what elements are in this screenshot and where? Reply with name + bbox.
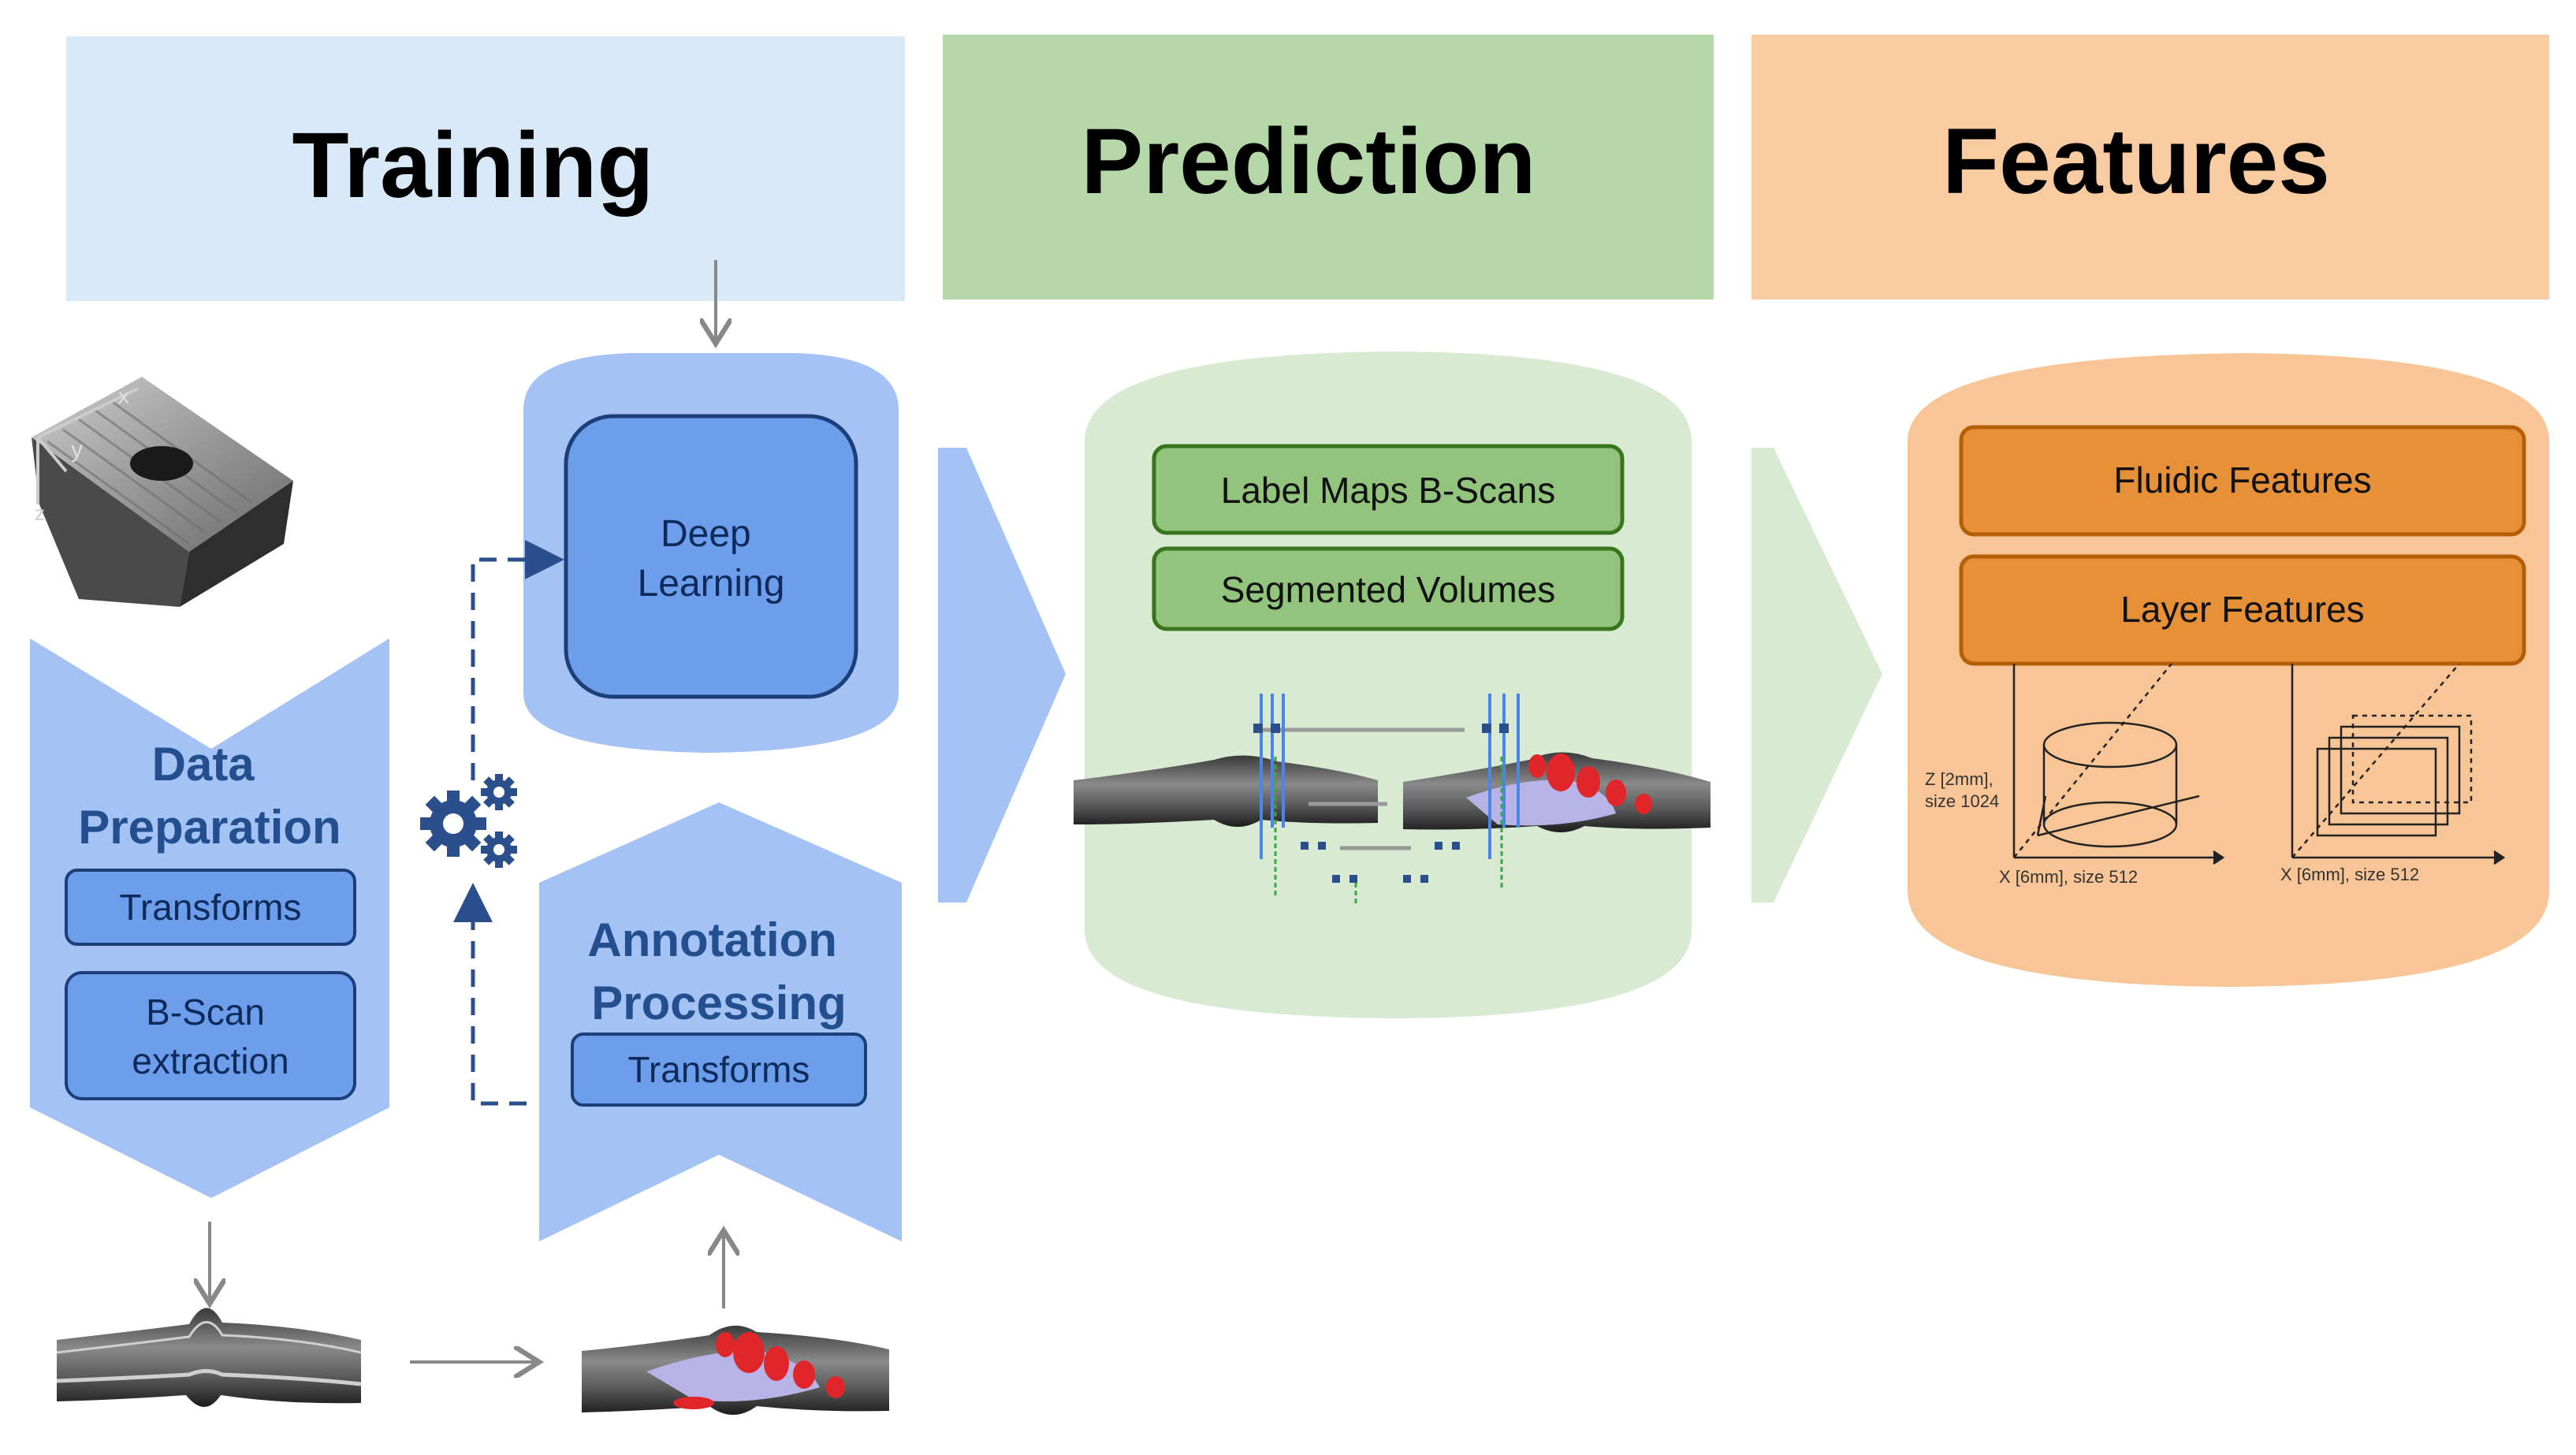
features-header-title: Features (1942, 110, 2330, 214)
annotation-processing-container (539, 802, 902, 1241)
data-prep-transforms-label: Transforms (120, 887, 302, 928)
fluidic-volume-plot (2012, 663, 2225, 865)
prediction-to-features-arrow (1751, 448, 1882, 902)
segmented-volumes-label: Segmented Volumes (1221, 569, 1556, 610)
layer-volume-plot (2291, 663, 2506, 865)
svg-text:y: y (71, 437, 83, 463)
prediction-header (943, 35, 1714, 300)
layer-features-box[interactable] (1959, 554, 2526, 666)
feedback-loop-lower (453, 883, 527, 1106)
data-preparation-title: Data Preparation (78, 738, 341, 854)
training-header-title: Training (292, 113, 654, 218)
prediction-segmentation-image (1074, 694, 1711, 906)
bscan-extraction-box[interactable] (65, 971, 356, 1100)
deep-learning-box[interactable] (564, 414, 858, 699)
label-maps-label: Label Maps B-Scans (1221, 470, 1555, 511)
deep-learning-label: Deep Learning (638, 513, 785, 605)
raw-bscan-image (56, 1308, 362, 1407)
annotation-transforms-box[interactable] (571, 1033, 867, 1107)
features-header (1751, 35, 2549, 300)
left-x-axis-label: X [6mm], size 512 (1999, 867, 2138, 887)
annotation-processing-title: Annotation Processing (587, 914, 850, 1029)
data-prep-transforms-box[interactable] (65, 869, 356, 946)
segmented-volumes-box[interactable] (1152, 546, 1625, 631)
feedback-loop-upper (471, 540, 564, 780)
layer-features-label: Layer Features (2120, 589, 2364, 630)
prediction-header-title: Prediction (1081, 110, 1536, 214)
fluidic-features-box[interactable] (1959, 425, 2526, 537)
training-to-prediction-arrow (938, 448, 1066, 902)
fluidic-features-label: Fluidic Features (2113, 460, 2371, 501)
annotated-bscan-image (582, 1325, 889, 1415)
svg-text:z: z (35, 501, 45, 525)
right-x-axis-label: X [6mm], size 512 (2280, 865, 2419, 884)
bscan-extraction-label: B-Scan extraction (132, 992, 288, 1081)
gears-icon (420, 774, 517, 868)
left-z-axis-label: Z [2mm], size 1024 (1925, 769, 1999, 811)
training-header (66, 36, 905, 301)
label-maps-box[interactable] (1152, 444, 1625, 535)
annotation-transforms-label: Transforms (628, 1049, 810, 1090)
oct-volume-icon: x y z (32, 377, 293, 607)
svg-text:x: x (118, 384, 129, 408)
